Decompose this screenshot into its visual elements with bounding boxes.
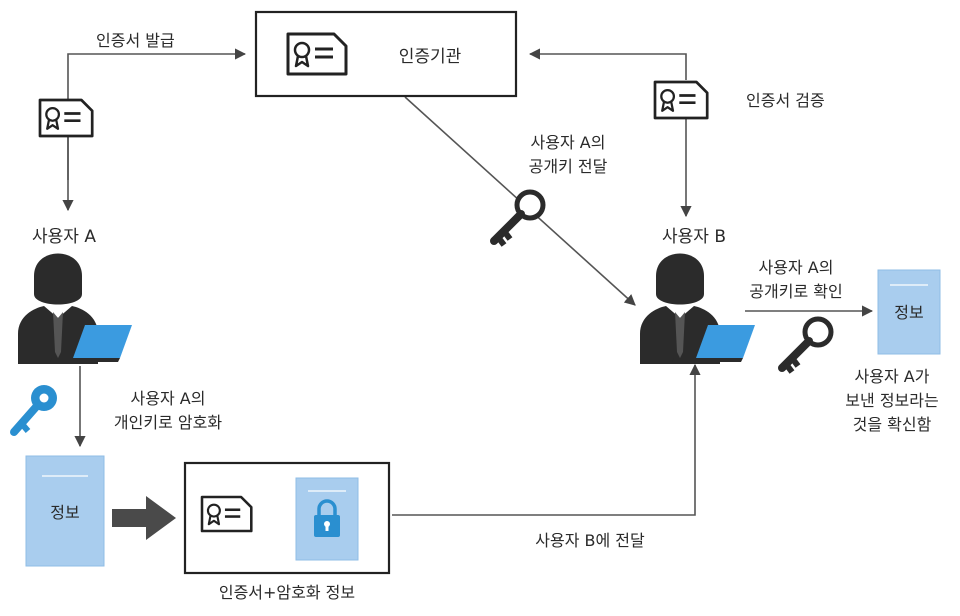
info-right-label: 정보 <box>894 303 923 322</box>
issue-cert-label: 인증서 발급 <box>96 31 175 50</box>
ca-box: 인증기관 <box>254 10 518 98</box>
pubkey-transfer-line2: 공개키 전달 <box>529 157 608 176</box>
result-line2: 보낸 정보라는 <box>845 391 938 410</box>
result-line3: 것을 확신함 <box>853 415 932 434</box>
encrypted-document <box>295 477 359 561</box>
arrow-right-icon <box>112 496 176 540</box>
confirm-line2: 공개키로 확인 <box>749 282 842 301</box>
laptop-icon <box>672 325 755 362</box>
info-document-left: 정보 <box>25 455 105 567</box>
user-b <box>640 253 755 364</box>
bundle-caption: 인증서+암호화 정보 <box>219 583 355 602</box>
encrypt-line1: 사용자 A의 <box>131 389 206 408</box>
info-document-right: 정보 <box>877 269 941 355</box>
certificate-icon <box>286 32 348 76</box>
lock-icon <box>314 499 340 537</box>
user-a <box>18 253 132 364</box>
public-key-icon <box>782 319 831 372</box>
user-b-label: 사용자 B <box>662 227 726 247</box>
ca-label: 인증기관 <box>399 47 462 67</box>
laptop-icon <box>50 325 132 362</box>
certificate-icon <box>200 495 253 533</box>
confirm-line1: 사용자 A의 <box>759 258 834 277</box>
encrypt-line2: 개인키로 암호화 <box>114 413 222 432</box>
verify-arrow-to-ca <box>528 48 687 80</box>
deliver-arrow <box>392 363 701 516</box>
certificate-icon <box>653 80 709 120</box>
user-a-label: 사용자 A <box>32 227 96 247</box>
public-key-icon <box>494 192 543 245</box>
verify-cert-label: 인증서 검증 <box>746 91 825 110</box>
info-left-label: 정보 <box>50 503 79 522</box>
deliver-label: 사용자 B에 전달 <box>535 531 645 550</box>
issue-arrow-to-ca <box>67 48 247 180</box>
certificate-icon <box>38 98 94 138</box>
pubkey-transfer-line1: 사용자 A의 <box>531 133 606 152</box>
bundle-box <box>183 461 391 575</box>
private-key-icon <box>10 385 57 436</box>
result-line1: 사용자 A가 <box>855 367 930 386</box>
